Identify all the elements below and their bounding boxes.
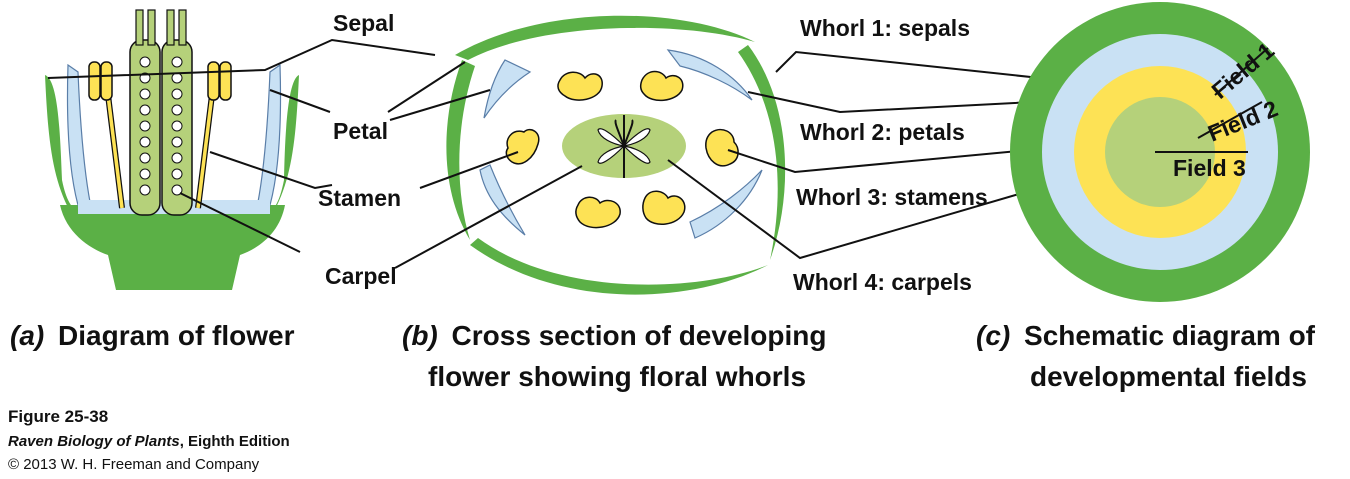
ovule [139, 152, 151, 164]
caption-c: (c) Schematic diagram of [976, 320, 1316, 351]
ovule [171, 168, 183, 180]
panel-a-leader-lines [47, 38, 436, 253]
label-whorl-4: Whorl 4: carpels [793, 269, 972, 295]
caption-a-text: Diagram of flower [58, 320, 295, 351]
stamen-left [88, 61, 125, 209]
flower-diagram [45, 9, 299, 290]
label-sepal: Sepal [333, 10, 394, 36]
petal-b-bottom-left [479, 164, 526, 236]
label-carpel: Carpel [325, 263, 397, 289]
developmental-fields [1010, 2, 1310, 302]
copyright: © 2013 W. H. Freeman and Company [8, 456, 260, 473]
book-edition: , Eighth Edition [180, 433, 290, 450]
ovule [139, 88, 151, 100]
petal-b-top-right [666, 49, 753, 101]
sepal-top [455, 15, 755, 60]
ovule [171, 152, 183, 164]
caption-b-line2: flower showing floral whorls [428, 361, 806, 392]
flower-stalk [60, 205, 285, 290]
caption-c-line1: Schematic diagram of [1024, 320, 1316, 351]
ovule [139, 120, 151, 132]
sepal-right [738, 45, 786, 260]
petal-b-top-left [483, 59, 532, 119]
label-whorl-1: Whorl 1: sepals [800, 15, 970, 41]
sepal-bottom [470, 238, 768, 295]
label-whorl-3: Whorl 3: stamens [796, 184, 988, 210]
ovule [171, 120, 183, 132]
book-title: Raven Biology of Plants [8, 433, 180, 450]
ovule [171, 72, 183, 84]
ovule [171, 136, 183, 148]
cross-section [446, 15, 786, 295]
caption-a-letter: (a) [10, 320, 44, 351]
ovule [139, 136, 151, 148]
petal-right [255, 63, 282, 213]
caption-c-line2: developmental fields [1030, 361, 1307, 392]
ovule [171, 88, 183, 100]
stamen-right [195, 61, 232, 209]
ovule [171, 104, 183, 116]
caption-b-letter: (b) [402, 320, 438, 351]
ovule [139, 184, 151, 196]
ovule [139, 168, 151, 180]
book-credit: Raven Biology of Plants, Eighth Edition [8, 433, 290, 450]
caption-b-line1: Cross section of developing [452, 320, 827, 351]
figure-number: Figure 25-38 [8, 407, 108, 426]
ovule [139, 56, 151, 68]
ovule [171, 56, 183, 68]
caption-a: (a) Diagram of flower [10, 320, 295, 351]
caption-b: (b) Cross section of developing [402, 320, 827, 351]
sepal-left [446, 60, 475, 240]
label-petal: Petal [333, 118, 388, 144]
label-stamen: Stamen [318, 185, 401, 211]
label-field-3: Field 3 [1173, 155, 1246, 181]
label-whorl-2: Whorl 2: petals [800, 119, 965, 145]
carpels [129, 9, 193, 216]
stamens-b [505, 70, 739, 229]
caption-c-letter: (c) [976, 320, 1010, 351]
ovule [171, 184, 183, 196]
ovule [139, 104, 151, 116]
carpels-b [562, 114, 686, 178]
